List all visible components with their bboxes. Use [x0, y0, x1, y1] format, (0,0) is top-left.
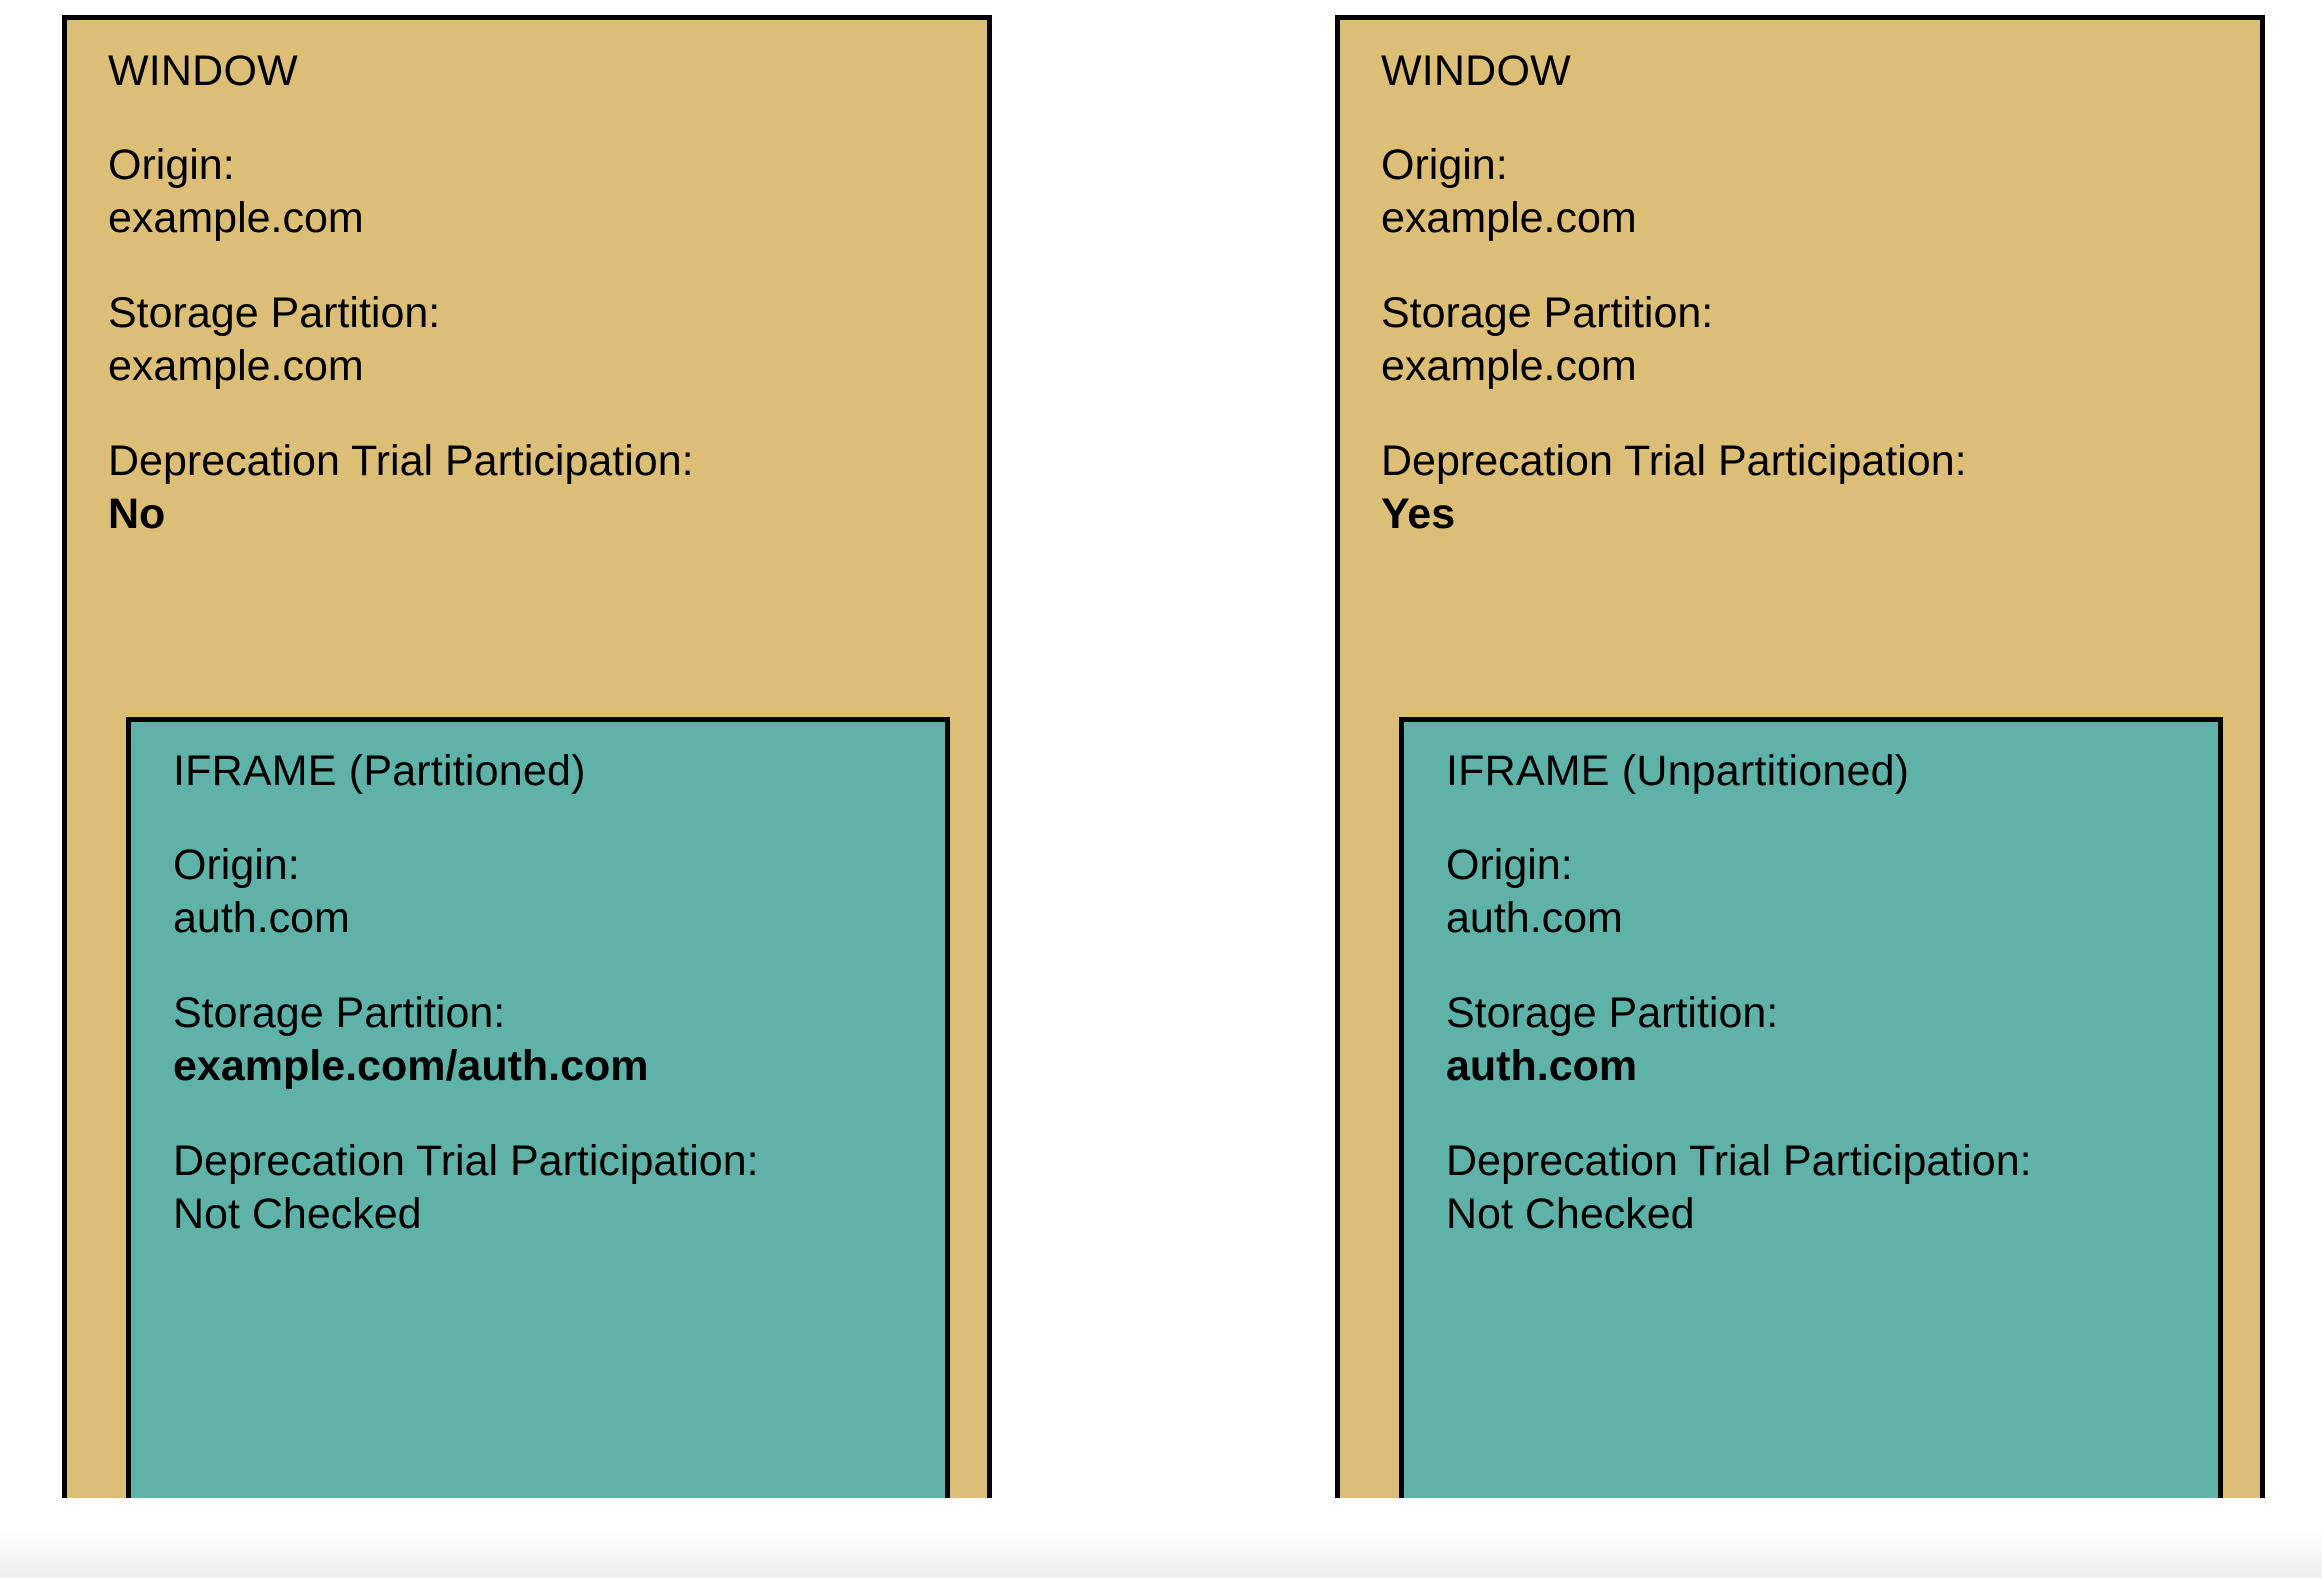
window-content-partitioned: WINDOW Origin: example.com Storage Parti… — [108, 45, 967, 541]
iframe-title: IFRAME (Unpartitioned) — [1446, 747, 1910, 795]
window-field-storage-partition: Storage Partition: example.com — [108, 287, 967, 393]
iframe-box-partitioned: IFRAME (Partitioned) Origin: auth.com St… — [126, 717, 950, 1515]
field-value: example.com — [1381, 342, 1637, 390]
iframe-field-storage-partition: Storage Partition: auth.com — [1446, 987, 2204, 1093]
field-label: Deprecation Trial Participation: — [173, 1137, 759, 1185]
field-label: Storage Partition: — [1446, 989, 1779, 1037]
window-field-deprecation-trial: Deprecation Trial Participation: No — [108, 435, 967, 541]
field-value: example.com — [108, 342, 364, 390]
field-label: Origin: — [1381, 141, 1508, 189]
field-value: auth.com — [173, 894, 350, 942]
window-title: WINDOW — [1381, 47, 1571, 95]
field-value: auth.com — [1446, 1042, 1638, 1090]
window-field-origin: Origin: example.com — [108, 139, 967, 245]
iframe-field-deprecation-trial: Deprecation Trial Participation: Not Che… — [173, 1135, 931, 1241]
field-label: Origin: — [108, 141, 235, 189]
field-value: auth.com — [1446, 894, 1623, 942]
field-label: Storage Partition: — [1381, 289, 1714, 337]
field-value: example.com — [108, 194, 364, 242]
field-label: Deprecation Trial Participation: — [1446, 1137, 2032, 1185]
field-label: Deprecation Trial Participation: — [1381, 437, 1967, 485]
window-box-unpartitioned: WINDOW Origin: example.com Storage Parti… — [1335, 15, 2265, 1552]
iframe-content-partitioned: IFRAME (Partitioned) Origin: auth.com St… — [173, 745, 931, 1241]
field-label: Storage Partition: — [173, 989, 506, 1037]
field-label: Origin: — [173, 841, 300, 889]
iframe-box-unpartitioned: IFRAME (Unpartitioned) Origin: auth.com … — [1399, 717, 2223, 1515]
window-content-unpartitioned: WINDOW Origin: example.com Storage Parti… — [1381, 45, 2240, 541]
field-value: Yes — [1381, 490, 1456, 538]
iframe-field-origin: Origin: auth.com — [173, 839, 931, 945]
field-label: Deprecation Trial Participation: — [108, 437, 694, 485]
window-field-deprecation-trial: Deprecation Trial Participation: Yes — [1381, 435, 2240, 541]
window-title: WINDOW — [108, 47, 298, 95]
field-label: Origin: — [1446, 841, 1573, 889]
field-label: Storage Partition: — [108, 289, 441, 337]
iframe-content-unpartitioned: IFRAME (Unpartitioned) Origin: auth.com … — [1446, 745, 2204, 1241]
window-field-origin: Origin: example.com — [1381, 139, 2240, 245]
iframe-field-storage-partition: Storage Partition: example.com/auth.com — [173, 987, 931, 1093]
iframe-title: IFRAME (Partitioned) — [173, 747, 586, 795]
field-value: example.com/auth.com — [173, 1042, 649, 1090]
field-value: Not Checked — [173, 1190, 422, 1238]
field-value: Not Checked — [1446, 1190, 1695, 1238]
iframe-field-origin: Origin: auth.com — [1446, 839, 2204, 945]
field-value: example.com — [1381, 194, 1637, 242]
field-value: No — [108, 490, 166, 538]
iframe-field-deprecation-trial: Deprecation Trial Participation: Not Che… — [1446, 1135, 2204, 1241]
window-field-storage-partition: Storage Partition: example.com — [1381, 287, 2240, 393]
window-box-partitioned: WINDOW Origin: example.com Storage Parti… — [62, 15, 992, 1552]
